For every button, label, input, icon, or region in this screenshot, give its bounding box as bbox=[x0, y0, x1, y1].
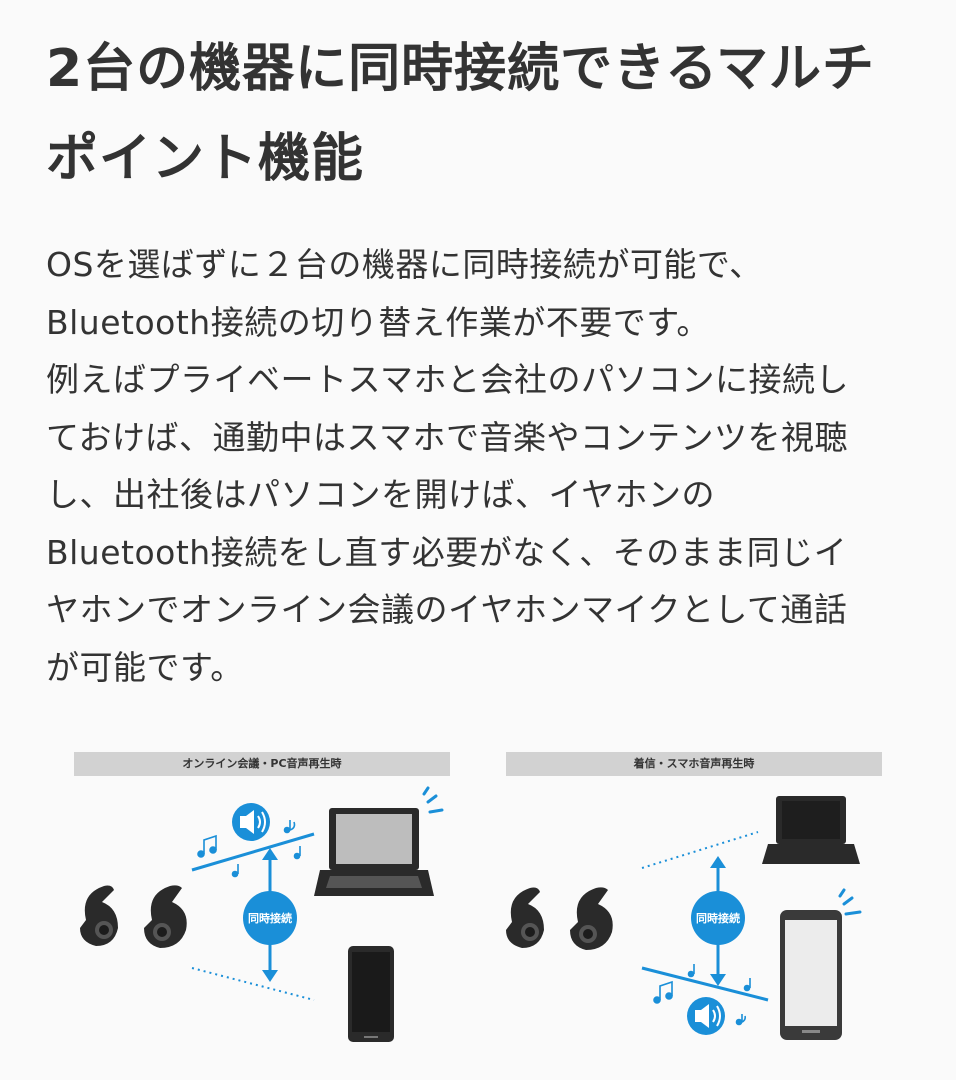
title-line-2: ポイント機能 bbox=[46, 129, 365, 189]
active-connection-line bbox=[641, 966, 769, 1002]
diagram-phone-audio-header: 着信・スマホ音声再生時 bbox=[506, 752, 882, 776]
description-line: し、出社後はパソコンを開けば、イヤホンの bbox=[46, 475, 716, 514]
page-title: 2台の機器に同時接続できるマルチ ポイント機能 bbox=[46, 24, 926, 204]
badge-label: 同時接続 bbox=[696, 911, 740, 925]
description-line: 例えばプライベートスマホと会社のパソコンに接続し bbox=[46, 360, 850, 399]
diagram-pc-audio-header: オンライン会議・PC音声再生時 bbox=[74, 752, 450, 776]
badge-label: 同時接続 bbox=[248, 911, 292, 925]
description-line: OSを選ばずに２台の機器に同時接続が可能で、 bbox=[46, 245, 763, 284]
music-note-icon bbox=[197, 820, 301, 878]
description-line: ておけば、通勤中はスマホで音楽やコンテンツを視聴 bbox=[46, 417, 849, 457]
description-line: Bluetooth接続をし直す必要がなく、そのまま同じイ bbox=[46, 532, 848, 572]
idle-connection-line bbox=[191, 967, 315, 1001]
active-connection-line bbox=[191, 832, 315, 872]
simultaneous-connection-badge bbox=[243, 891, 297, 945]
signal-icon bbox=[838, 888, 862, 916]
speaker-icon bbox=[232, 803, 270, 841]
description-line: ヤホンでオンライン会議のイヤホンマイクとして通話 bbox=[46, 590, 848, 629]
description-line: が可能です。 bbox=[46, 647, 244, 687]
speaker-icon bbox=[687, 997, 725, 1035]
laptop-icon bbox=[314, 808, 434, 896]
idle-connection-line bbox=[641, 831, 759, 869]
diagram-pc-audio-illustration: 同時接続 bbox=[80, 786, 444, 1042]
description: OSを選ばずに２台の機器に同時接続が可能で、 Bluetooth接続の切り替え作… bbox=[46, 236, 926, 696]
diagram-phone-audio: 同時接続 bbox=[506, 752, 882, 1052]
smartphone-icon bbox=[348, 946, 394, 1042]
signal-icon bbox=[422, 786, 444, 814]
laptop-icon bbox=[762, 796, 860, 864]
title-line-1: 2台の機器に同時接続できるマルチ bbox=[46, 39, 876, 99]
description-line: Bluetooth接続の切り替え作業が不要です。 bbox=[46, 302, 710, 342]
earbuds-icon bbox=[506, 887, 613, 950]
diagram-pc-audio: 同時接続 オンライン会議・PC音声再生時 bbox=[74, 752, 450, 1052]
simultaneous-connection-badge bbox=[691, 891, 745, 945]
earbuds-icon bbox=[80, 885, 187, 948]
smartphone-icon bbox=[780, 910, 842, 1040]
diagram-phone-audio-illustration: 同時接続 bbox=[506, 796, 862, 1040]
music-note-icon bbox=[653, 964, 751, 1026]
